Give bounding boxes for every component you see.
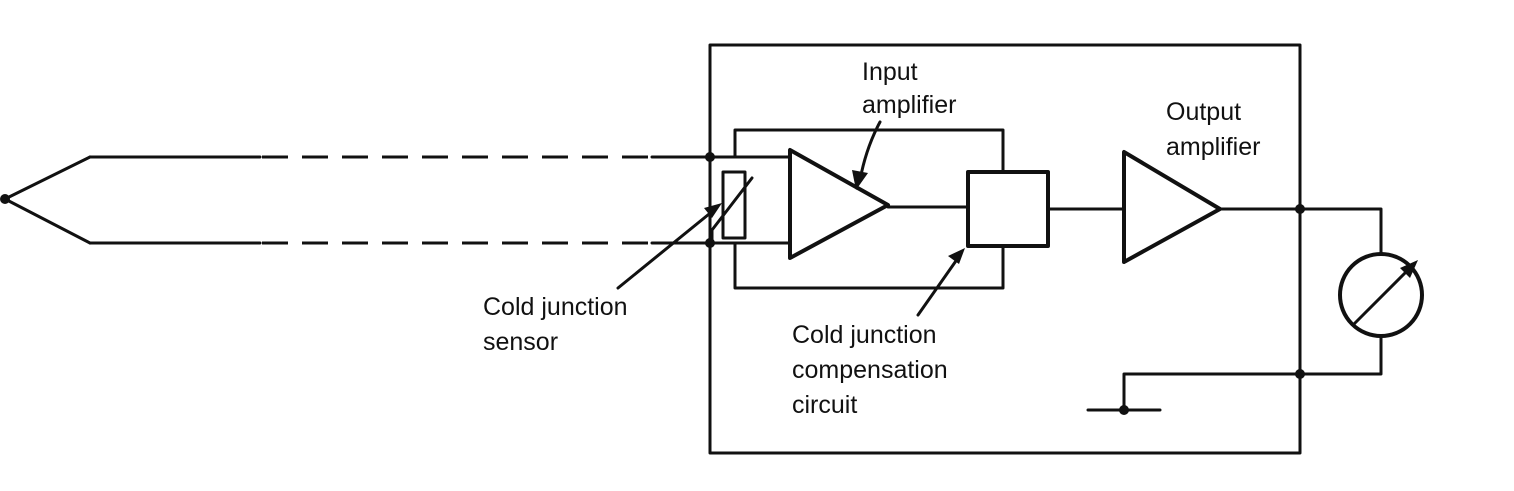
output-amplifier (1122, 150, 1222, 264)
extension-wires (262, 155, 712, 245)
input-amplifier-label: Input amplifier (862, 58, 956, 119)
cjc-circuit-label: Cold junction compensation circuit (792, 321, 955, 419)
meter-wiring (1295, 204, 1383, 379)
cjc-box (966, 170, 1050, 248)
input-amplifier (788, 148, 890, 260)
instrument-enclosure (708, 43, 1302, 455)
pointer-arrows (616, 120, 965, 317)
meter-icon (1338, 252, 1424, 338)
thermocouple-probe (0, 155, 262, 245)
cold-junction-sensor (710, 170, 754, 242)
cold-junction-sensor-label: Cold junction sensor (483, 293, 634, 356)
input-wiring (708, 128, 1005, 290)
ground-icon (1086, 372, 1302, 415)
output-amplifier-label: Output amplifier (1166, 98, 1260, 161)
